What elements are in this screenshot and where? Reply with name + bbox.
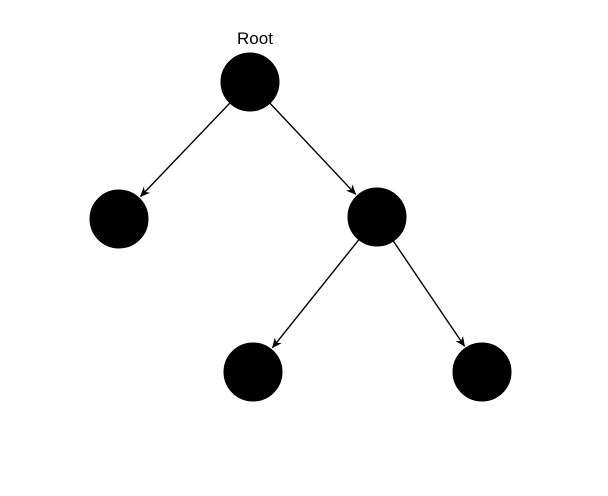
tree-node-right-left-grandchild [223,342,283,402]
tree-edge-root-to-right-child [269,102,357,195]
tree-node-right-right-grandchild [452,342,512,402]
tree-edge-right-child-to-right-right-grandchild [392,240,466,347]
tree-node-right-child [347,187,407,247]
tree-edge-root-to-left-child [139,102,231,198]
tree-edge-right-child-to-right-left-grandchild [271,239,360,349]
tree-node-left-child [89,189,149,249]
tree-node-label-root: Root [237,29,273,48]
tree-node-root [220,52,280,112]
